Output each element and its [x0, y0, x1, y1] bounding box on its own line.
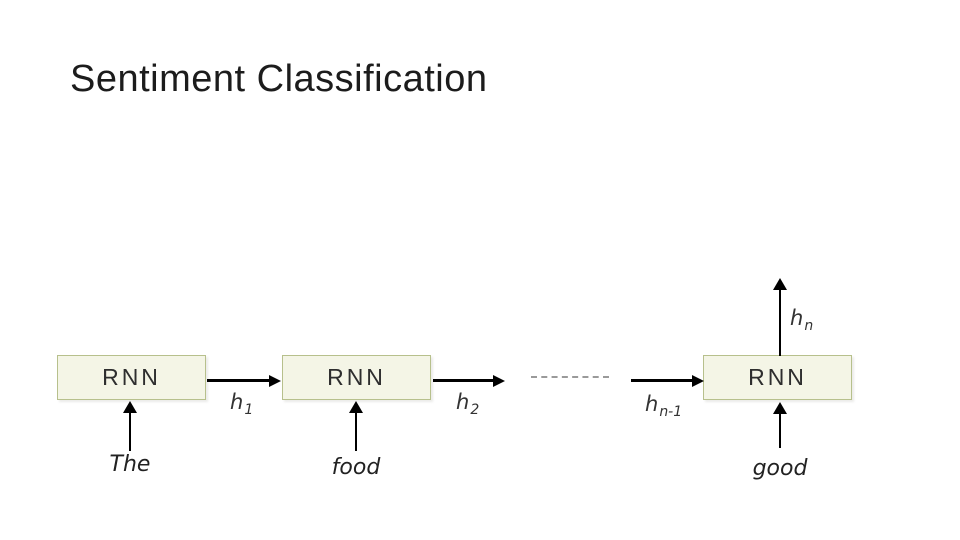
h-base: h	[456, 390, 470, 414]
rnn-box-1: RNN	[57, 355, 206, 400]
arrowhead-right-icon	[692, 375, 704, 387]
arrowhead-up-icon	[123, 401, 137, 413]
arrowhead-up-icon	[773, 402, 787, 414]
arrow-stem	[355, 412, 357, 451]
arrowhead-right-icon	[493, 375, 505, 387]
arrow-up-icon-input-1	[123, 401, 137, 451]
slide-title: Sentiment Classification	[70, 58, 488, 100]
rnn-box-2-label: RNN	[327, 364, 386, 390]
h-base: h	[645, 392, 659, 416]
input-word-food: food	[331, 455, 381, 480]
input-word-the: The	[109, 452, 151, 477]
rnn-box-1-label: RNN	[102, 364, 161, 390]
arrow-right-icon-hn1	[631, 375, 704, 387]
arrow-stem	[631, 379, 693, 382]
hidden-state-label-hn: hn	[790, 306, 813, 334]
arrowhead-up-icon	[349, 401, 363, 413]
rnn-box-2: RNN	[282, 355, 431, 400]
ellipsis-dashed-connector	[531, 376, 609, 378]
arrow-right-icon-h1	[207, 375, 281, 387]
arrow-stem	[129, 412, 131, 451]
arrow-up-icon-input-3	[773, 402, 787, 448]
arrow-stem	[433, 379, 494, 382]
arrow-right-icon-h2	[433, 375, 505, 387]
hidden-state-label-hn-1: hn-1	[645, 392, 682, 420]
rnn-box-3-label: RNN	[748, 364, 807, 390]
hidden-state-label-h2: h2	[456, 390, 479, 418]
arrow-up-icon-output	[773, 278, 787, 356]
rnn-box-3: RNN	[703, 355, 852, 400]
arrowhead-right-icon	[269, 375, 281, 387]
h-base: h	[230, 390, 244, 414]
arrow-up-icon-input-2	[349, 401, 363, 451]
h-base: h	[790, 306, 804, 330]
arrow-stem	[207, 379, 270, 382]
arrow-stem	[779, 413, 781, 448]
hidden-state-label-h1: h1	[230, 390, 253, 418]
h-subscript: n-1	[659, 404, 683, 420]
arrowhead-up-icon	[773, 278, 787, 290]
arrow-stem	[779, 289, 781, 356]
h-subscript: n	[804, 318, 814, 334]
h-subscript: 1	[244, 402, 254, 418]
h-subscript: 2	[470, 402, 480, 418]
input-word-good: good	[752, 456, 808, 481]
